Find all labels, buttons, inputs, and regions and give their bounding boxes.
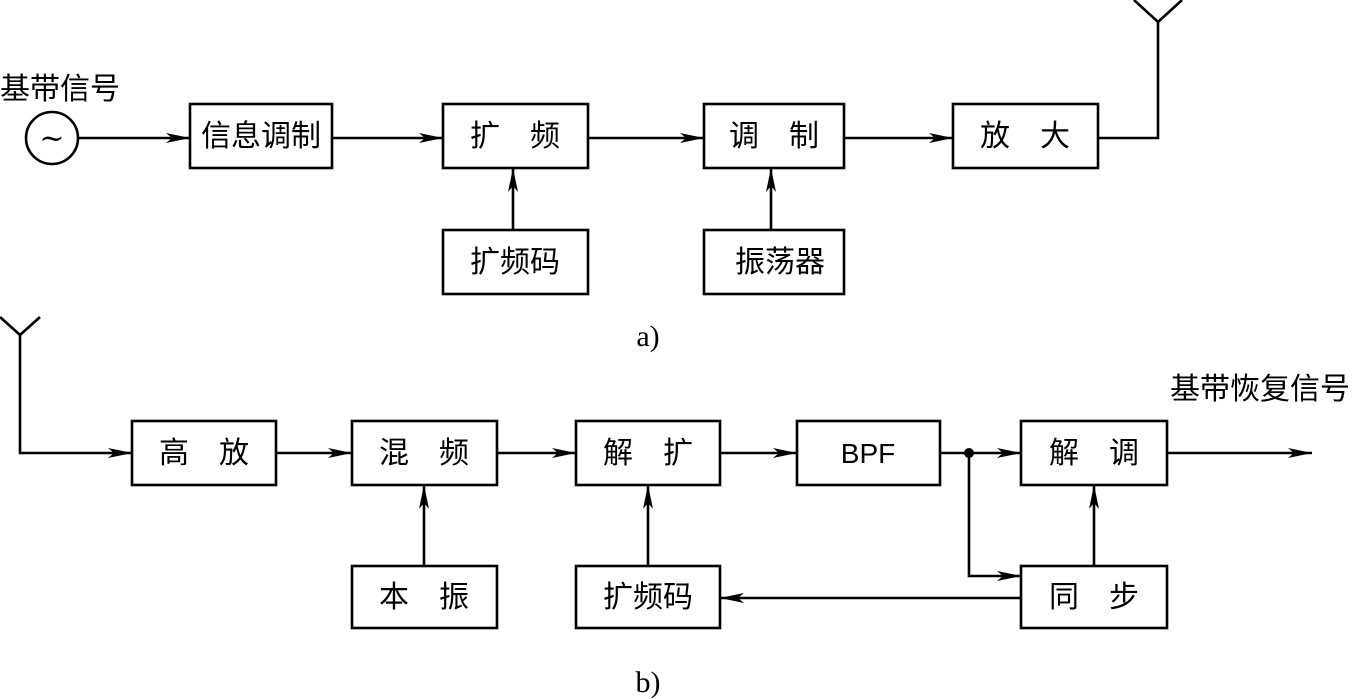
caption-b: b) — [636, 666, 661, 699]
source-label: 基带信号 — [0, 72, 120, 107]
info-mod-block: 信息调制 — [188, 102, 334, 170]
modulate-block: 调 制 — [702, 102, 846, 170]
mixer-block: 混 频 — [350, 419, 499, 487]
spread-code-block-b: 扩频码 — [574, 564, 722, 630]
signal-source-symbol: ~ — [39, 121, 64, 156]
amplify-block: 放 大 — [951, 102, 1100, 170]
output-label: 基带恢复信号 — [1170, 372, 1350, 407]
sync-label: 同 步 — [1049, 580, 1139, 615]
oscillator-block: 振荡器 — [702, 228, 846, 296]
info-mod-label: 信息调制 — [201, 119, 321, 154]
oscillator-label: 振荡器 — [735, 245, 825, 280]
hf-amp-block: 高 放 — [130, 419, 278, 487]
bpf-block: BPF — [795, 419, 942, 487]
spread-code-label-a: 扩频码 — [470, 245, 560, 280]
transmitter-diagram: 基带信号 ~ 信息调制 扩 频 调 制 放 大 扩频码 振荡器 — [0, 0, 1183, 353]
signal-source-icon: ~ — [24, 110, 80, 166]
antenna-to-hf-amp-wire — [18, 333, 132, 458]
hf-amp-label: 高 放 — [159, 436, 249, 471]
receiver-diagram: 高 放 混 频 解 扩 BPF 解 调 本 振 扩频码 同 步 — [0, 316, 1350, 699]
sync-block: 同 步 — [1019, 564, 1169, 630]
demod-block: 解 调 — [1019, 419, 1169, 487]
spread-code-label-b: 扩频码 — [603, 580, 693, 615]
tx-antenna-icon — [1133, 0, 1183, 24]
despread-label: 解 扩 — [603, 436, 693, 471]
caption-a: a) — [636, 320, 659, 353]
spread-block: 扩 频 — [441, 102, 590, 170]
arrow-junction-to-sync — [967, 453, 1021, 581]
mixer-label: 混 频 — [379, 436, 469, 471]
bpf-label: BPF — [841, 438, 895, 469]
modulate-label: 调 制 — [729, 119, 819, 154]
local-osc-label: 本 振 — [379, 580, 469, 615]
amplify-to-antenna-wire — [1098, 20, 1160, 140]
spread-code-block-a: 扩频码 — [441, 228, 590, 296]
demod-label: 解 调 — [1049, 436, 1139, 471]
amplify-label: 放 大 — [980, 119, 1070, 154]
rx-antenna-icon — [0, 316, 41, 337]
despread-block: 解 扩 — [574, 419, 722, 487]
spread-label: 扩 频 — [470, 119, 560, 154]
local-osc-block: 本 振 — [350, 564, 499, 630]
